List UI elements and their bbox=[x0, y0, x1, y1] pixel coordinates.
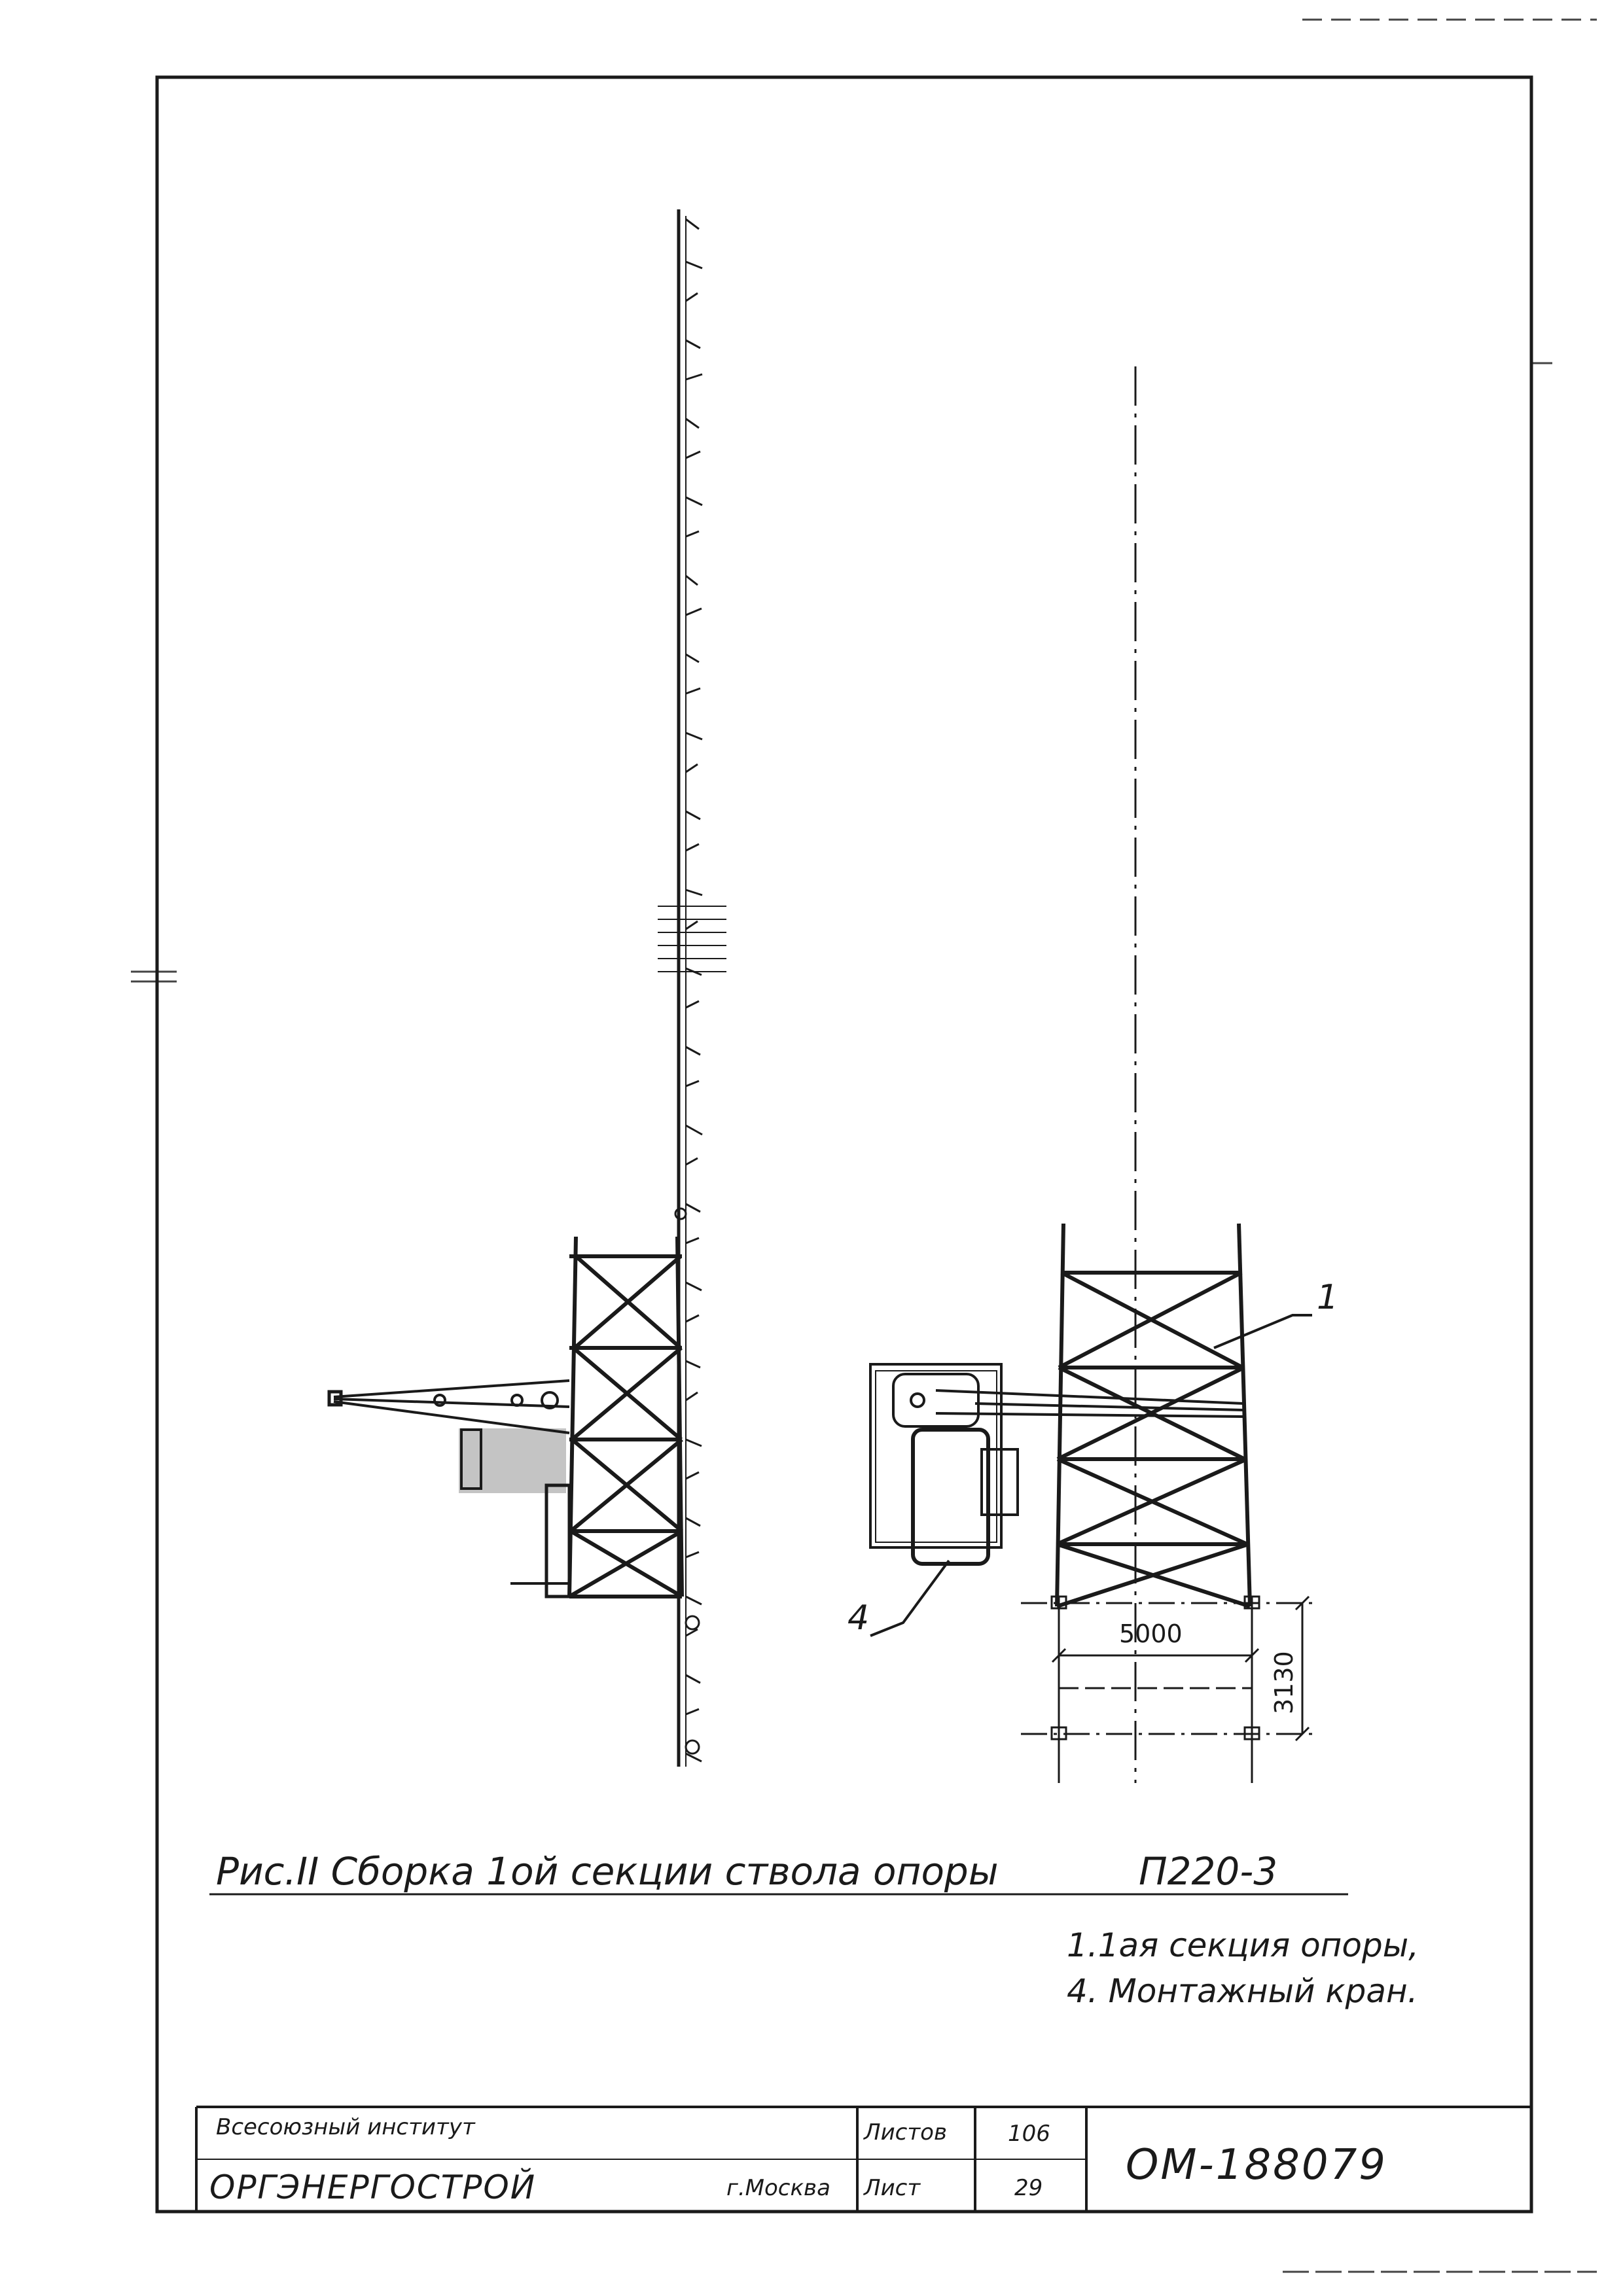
left-lattice-section bbox=[567, 1236, 684, 1598]
callout-crane-number: 4 bbox=[847, 1598, 869, 1638]
document-code: ОМ-188079 bbox=[1126, 2141, 1387, 2189]
tower-type-label: П220-3 bbox=[1139, 1849, 1277, 1894]
institute-city: г.Москва bbox=[726, 2175, 830, 2201]
sheet-frame bbox=[155, 75, 1533, 2214]
sheet-label: Лист bbox=[863, 2175, 921, 2201]
tower-side-view bbox=[658, 209, 726, 1767]
institute-name: ОРГЭНЕРГОСТРОЙ bbox=[209, 2168, 536, 2206]
callout-leaders bbox=[870, 1314, 1312, 1637]
sheets-value: 106 bbox=[1008, 2121, 1050, 2147]
width-dimension: 5000 bbox=[1119, 1619, 1183, 1648]
sheets-label: Листов bbox=[863, 2119, 947, 2146]
title-block bbox=[195, 2106, 1531, 2212]
right-lattice-section bbox=[1055, 1223, 1252, 1608]
institute-line: Всесоюзный институт bbox=[216, 2114, 476, 2140]
sheet-value: 29 bbox=[1014, 2175, 1043, 2201]
callout-section-number: 1 bbox=[1317, 1278, 1338, 1317]
depth-dimension: 3130 bbox=[1270, 1651, 1298, 1714]
legend-item-1: 1.1ая секция опоры, bbox=[1067, 1926, 1419, 1964]
plan-dimensions bbox=[1021, 1595, 1315, 1783]
figure-caption: Рис.II Сборка 1ой секции ствола опоры bbox=[216, 1849, 999, 1894]
scan-edge-marks bbox=[131, 18, 1597, 2273]
legend-item-4: 4. Монтажный кран. bbox=[1067, 1972, 1418, 2010]
right-crane bbox=[869, 1363, 1244, 1566]
left-crane bbox=[327, 1379, 571, 1598]
